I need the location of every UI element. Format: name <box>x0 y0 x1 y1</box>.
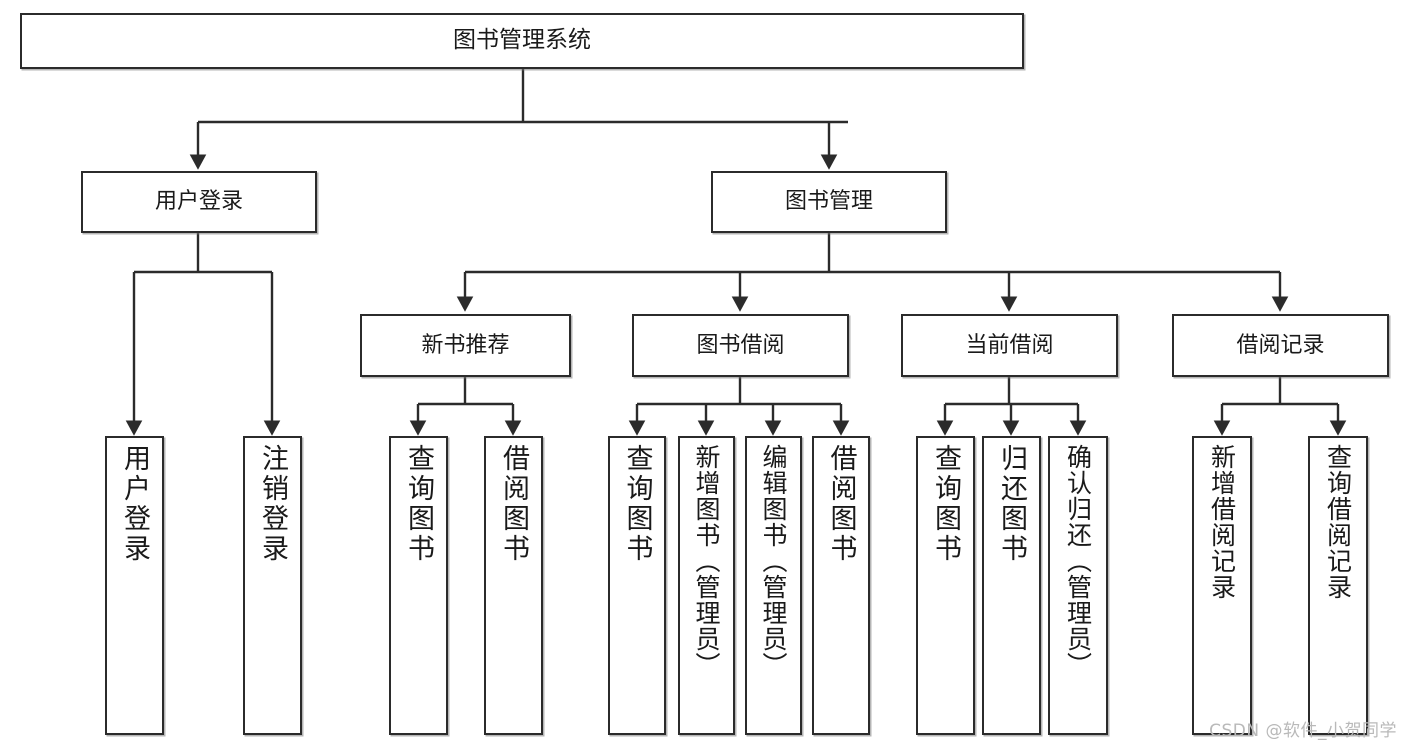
node-new-book-recommend[interactable]: 新书推荐 <box>360 314 571 377</box>
node-book-management[interactable]: 图书管理 <box>711 171 947 233</box>
node-user-login[interactable]: 用户登录 <box>81 171 317 233</box>
node-root-system[interactable]: 图书管理系统 <box>20 13 1024 69</box>
node-label: 查询图书 <box>403 444 434 564</box>
leaf-edit-book[interactable]: 编辑图书（管理员） <box>745 436 802 735</box>
node-label: 查询图书 <box>930 444 961 564</box>
leaf-borrow-book-borrow[interactable]: 借阅图书 <box>812 436 870 735</box>
leaf-logout-login[interactable]: 注销登录 <box>243 436 302 735</box>
node-label: 借阅记录 <box>1236 332 1325 358</box>
node-label: 借阅图书 <box>825 444 857 564</box>
node-label: 用户登录 <box>119 444 150 564</box>
leaf-return-book[interactable]: 归还图书 <box>982 436 1041 735</box>
leaf-add-borrow-record[interactable]: 新增借阅记录 <box>1192 436 1252 735</box>
node-book-borrow[interactable]: 图书借阅 <box>632 314 849 377</box>
node-label: 确认归还（管理员） <box>1063 444 1093 678</box>
node-label: 新增图书（管理员） <box>692 444 721 678</box>
node-label: 图书管理系统 <box>453 27 591 54</box>
node-label: 编辑图书（管理员） <box>759 444 788 678</box>
node-label: 归还图书 <box>996 444 1027 564</box>
leaf-user-login[interactable]: 用户登录 <box>105 436 164 735</box>
leaf-borrow-book-recommend[interactable]: 借阅图书 <box>484 436 543 735</box>
leaf-confirm-return[interactable]: 确认归还（管理员） <box>1048 436 1108 735</box>
node-current-borrow[interactable]: 当前借阅 <box>901 314 1118 377</box>
node-label: 新书推荐 <box>421 332 510 358</box>
node-label: 查询借阅记录 <box>1323 444 1353 600</box>
leaf-query-borrow-record[interactable]: 查询借阅记录 <box>1308 436 1368 735</box>
leaf-add-book[interactable]: 新增图书（管理员） <box>678 436 735 735</box>
leaf-query-book-current[interactable]: 查询图书 <box>916 436 975 735</box>
node-label: 查询图书 <box>621 444 653 564</box>
node-label: 图书借阅 <box>696 332 785 358</box>
node-label: 图书管理 <box>784 189 873 215</box>
csdn-watermark: CSDN @软件_小贺同学 <box>1209 721 1397 741</box>
node-label: 用户登录 <box>154 189 243 215</box>
node-label: 注销登录 <box>257 444 288 564</box>
leaf-query-book-borrow[interactable]: 查询图书 <box>608 436 666 735</box>
leaf-query-book-recommend[interactable]: 查询图书 <box>389 436 448 735</box>
node-borrow-record[interactable]: 借阅记录 <box>1172 314 1389 377</box>
node-label: 当前借阅 <box>965 332 1054 358</box>
node-label: 新增借阅记录 <box>1207 444 1237 600</box>
node-label: 借阅图书 <box>498 444 529 564</box>
